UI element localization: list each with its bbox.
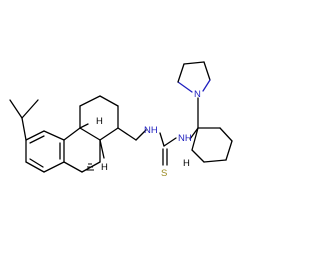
pyrrolidine-ring <box>177 61 211 129</box>
molecule-canvas: H H NH NH S N H <box>9 61 233 179</box>
stereo-hash <box>86 163 94 171</box>
methylene-linker <box>117 127 147 141</box>
sulfur-label: S <box>161 168 167 179</box>
methyl-group-1 <box>99 139 105 159</box>
thiourea-core <box>159 132 177 166</box>
methyl-group-2 <box>79 123 89 129</box>
methyl-label-1: H <box>96 116 103 127</box>
h-stereo-label: H <box>183 158 190 169</box>
isopropyl-group <box>9 99 39 141</box>
nh-label-1: NH <box>144 125 158 136</box>
methyl-label-2: H <box>101 162 108 173</box>
cyclohexane-ring <box>189 127 233 163</box>
structure-diagram: H H NH NH S N H <box>9 61 233 179</box>
aromatic-ring <box>25 130 65 173</box>
upper-ring <box>79 95 119 141</box>
nitrogen-label: N <box>194 89 201 100</box>
nh-label-2: NH <box>178 133 192 144</box>
middle-ring <box>63 127 101 173</box>
